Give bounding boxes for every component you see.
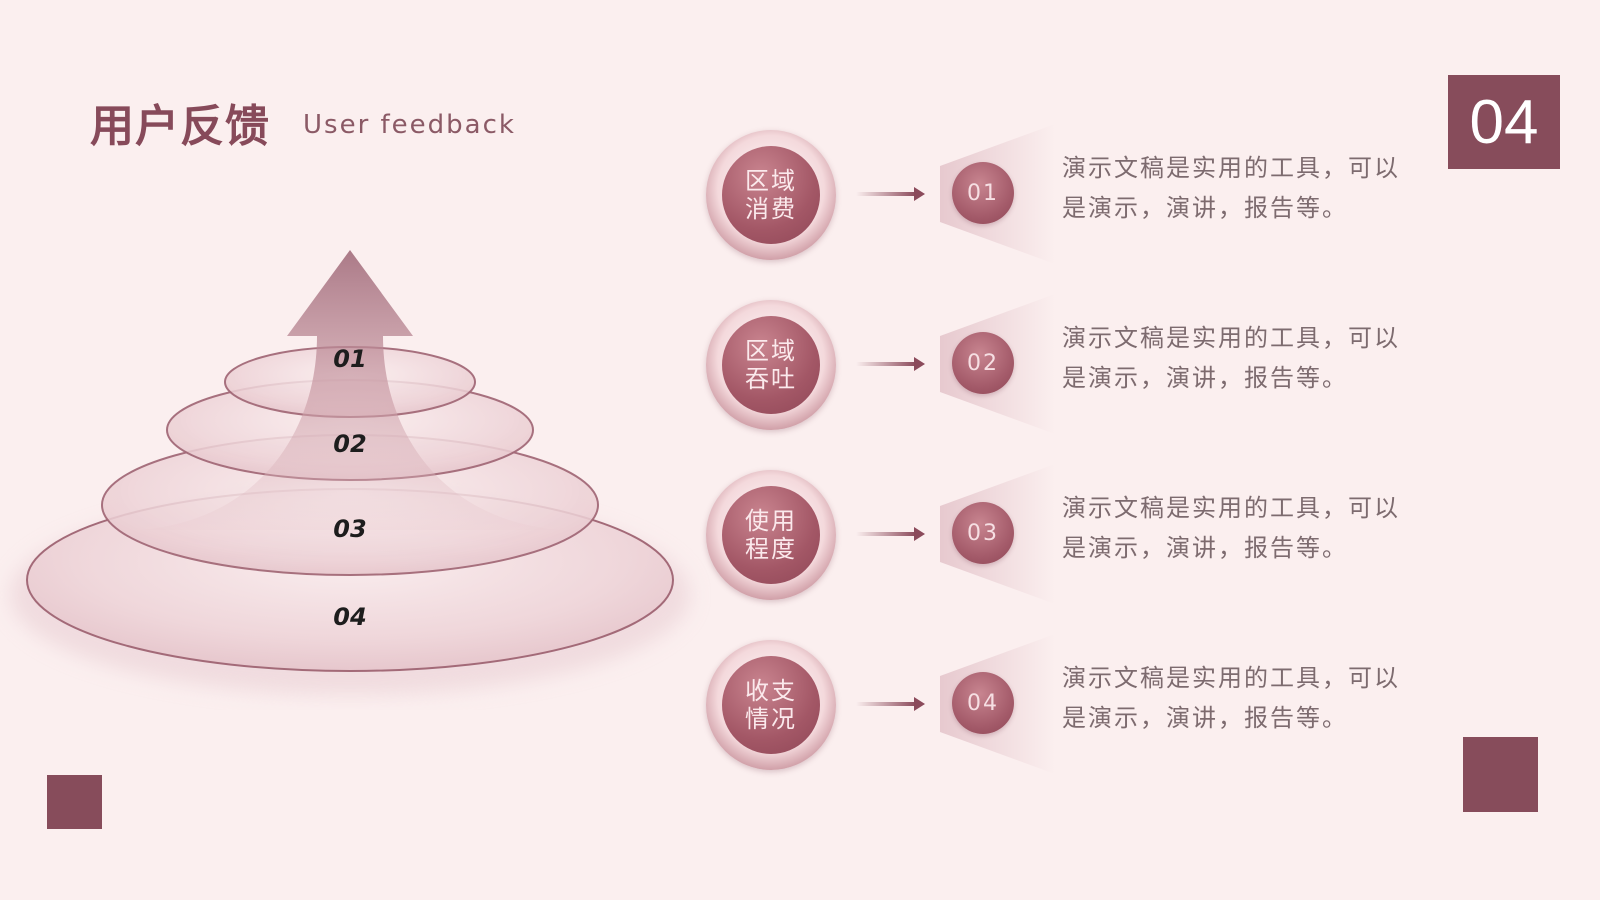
arrow-right-icon (914, 187, 925, 201)
item-circle: 使用 程度 (706, 470, 836, 600)
item-number-badge: 03 (952, 502, 1014, 564)
layer-label-01: 01 (333, 345, 367, 373)
feedback-item-4: 收支 情况 04 演示文稿是实用的工具，可以 是演示，演讲，报告等。 (700, 634, 1460, 774)
item-description: 演示文稿是实用的工具，可以 是演示，演讲，报告等。 (1062, 658, 1442, 738)
description-line1: 演示文稿是实用的工具，可以 (1062, 494, 1400, 522)
arrow-line (856, 702, 916, 706)
item-circle: 区域 消费 (706, 130, 836, 260)
item-circle-label: 区域 消费 (722, 146, 820, 244)
description-line1: 演示文稿是实用的工具，可以 (1062, 664, 1400, 692)
item-title-line1: 区域 (745, 167, 797, 195)
layer-label-03: 03 (333, 515, 367, 543)
item-circle-label: 使用 程度 (722, 486, 820, 584)
description-line1: 演示文稿是实用的工具，可以 (1062, 154, 1400, 182)
up-arrow-icon (140, 250, 560, 530)
item-description: 演示文稿是实用的工具，可以 是演示，演讲，报告等。 (1062, 488, 1442, 568)
item-title-line1: 区域 (745, 337, 797, 365)
item-title-line1: 使用 (745, 507, 797, 535)
item-number-badge: 04 (952, 672, 1014, 734)
item-number-badge: 01 (952, 162, 1014, 224)
item-title-line2: 消费 (745, 195, 797, 223)
arrow-line (856, 192, 916, 196)
arrow-line (856, 532, 916, 536)
arrow-right-icon (914, 527, 925, 541)
layer-label-02: 02 (333, 430, 367, 458)
decor-square-left (47, 775, 102, 829)
arrow-right-icon (914, 697, 925, 711)
page-subtitle: User feedback (303, 110, 516, 140)
description-line1: 演示文稿是实用的工具，可以 (1062, 324, 1400, 352)
item-circle: 收支 情况 (706, 640, 836, 770)
decor-square-right (1463, 737, 1538, 812)
item-circle: 区域 吞吐 (706, 300, 836, 430)
description-line2: 是演示，演讲，报告等。 (1062, 364, 1348, 392)
item-circle-label: 区域 吞吐 (722, 316, 820, 414)
layer-label-04: 04 (333, 603, 367, 631)
feedback-item-1: 区域 消费 01 演示文稿是实用的工具，可以 是演示，演讲，报告等。 (700, 124, 1460, 264)
arrow-line (856, 362, 916, 366)
arrow-right-icon (914, 357, 925, 371)
page-title: 用户反馈 (90, 101, 270, 152)
item-number-badge: 02 (952, 332, 1014, 394)
item-description: 演示文稿是实用的工具，可以 是演示，演讲，报告等。 (1062, 148, 1442, 228)
description-line2: 是演示，演讲，报告等。 (1062, 704, 1348, 732)
description-line2: 是演示，演讲，报告等。 (1062, 194, 1348, 222)
feedback-item-2: 区域 吞吐 02 演示文稿是实用的工具，可以 是演示，演讲，报告等。 (700, 294, 1460, 434)
page-number-badge: 04 (1448, 75, 1560, 169)
feedback-item-3: 使用 程度 03 演示文稿是实用的工具，可以 是演示，演讲，报告等。 (700, 464, 1460, 604)
item-title-line2: 吞吐 (745, 365, 797, 393)
description-line2: 是演示，演讲，报告等。 (1062, 534, 1348, 562)
item-title-line2: 程度 (745, 535, 797, 563)
pyramid-graphic: 01 02 03 04 (0, 230, 720, 710)
pyramid-svg (10, 250, 690, 695)
item-title-line1: 收支 (745, 677, 797, 705)
item-circle-label: 收支 情况 (722, 656, 820, 754)
item-description: 演示文稿是实用的工具，可以 是演示，演讲，报告等。 (1062, 318, 1442, 398)
item-title-line2: 情况 (745, 705, 797, 733)
